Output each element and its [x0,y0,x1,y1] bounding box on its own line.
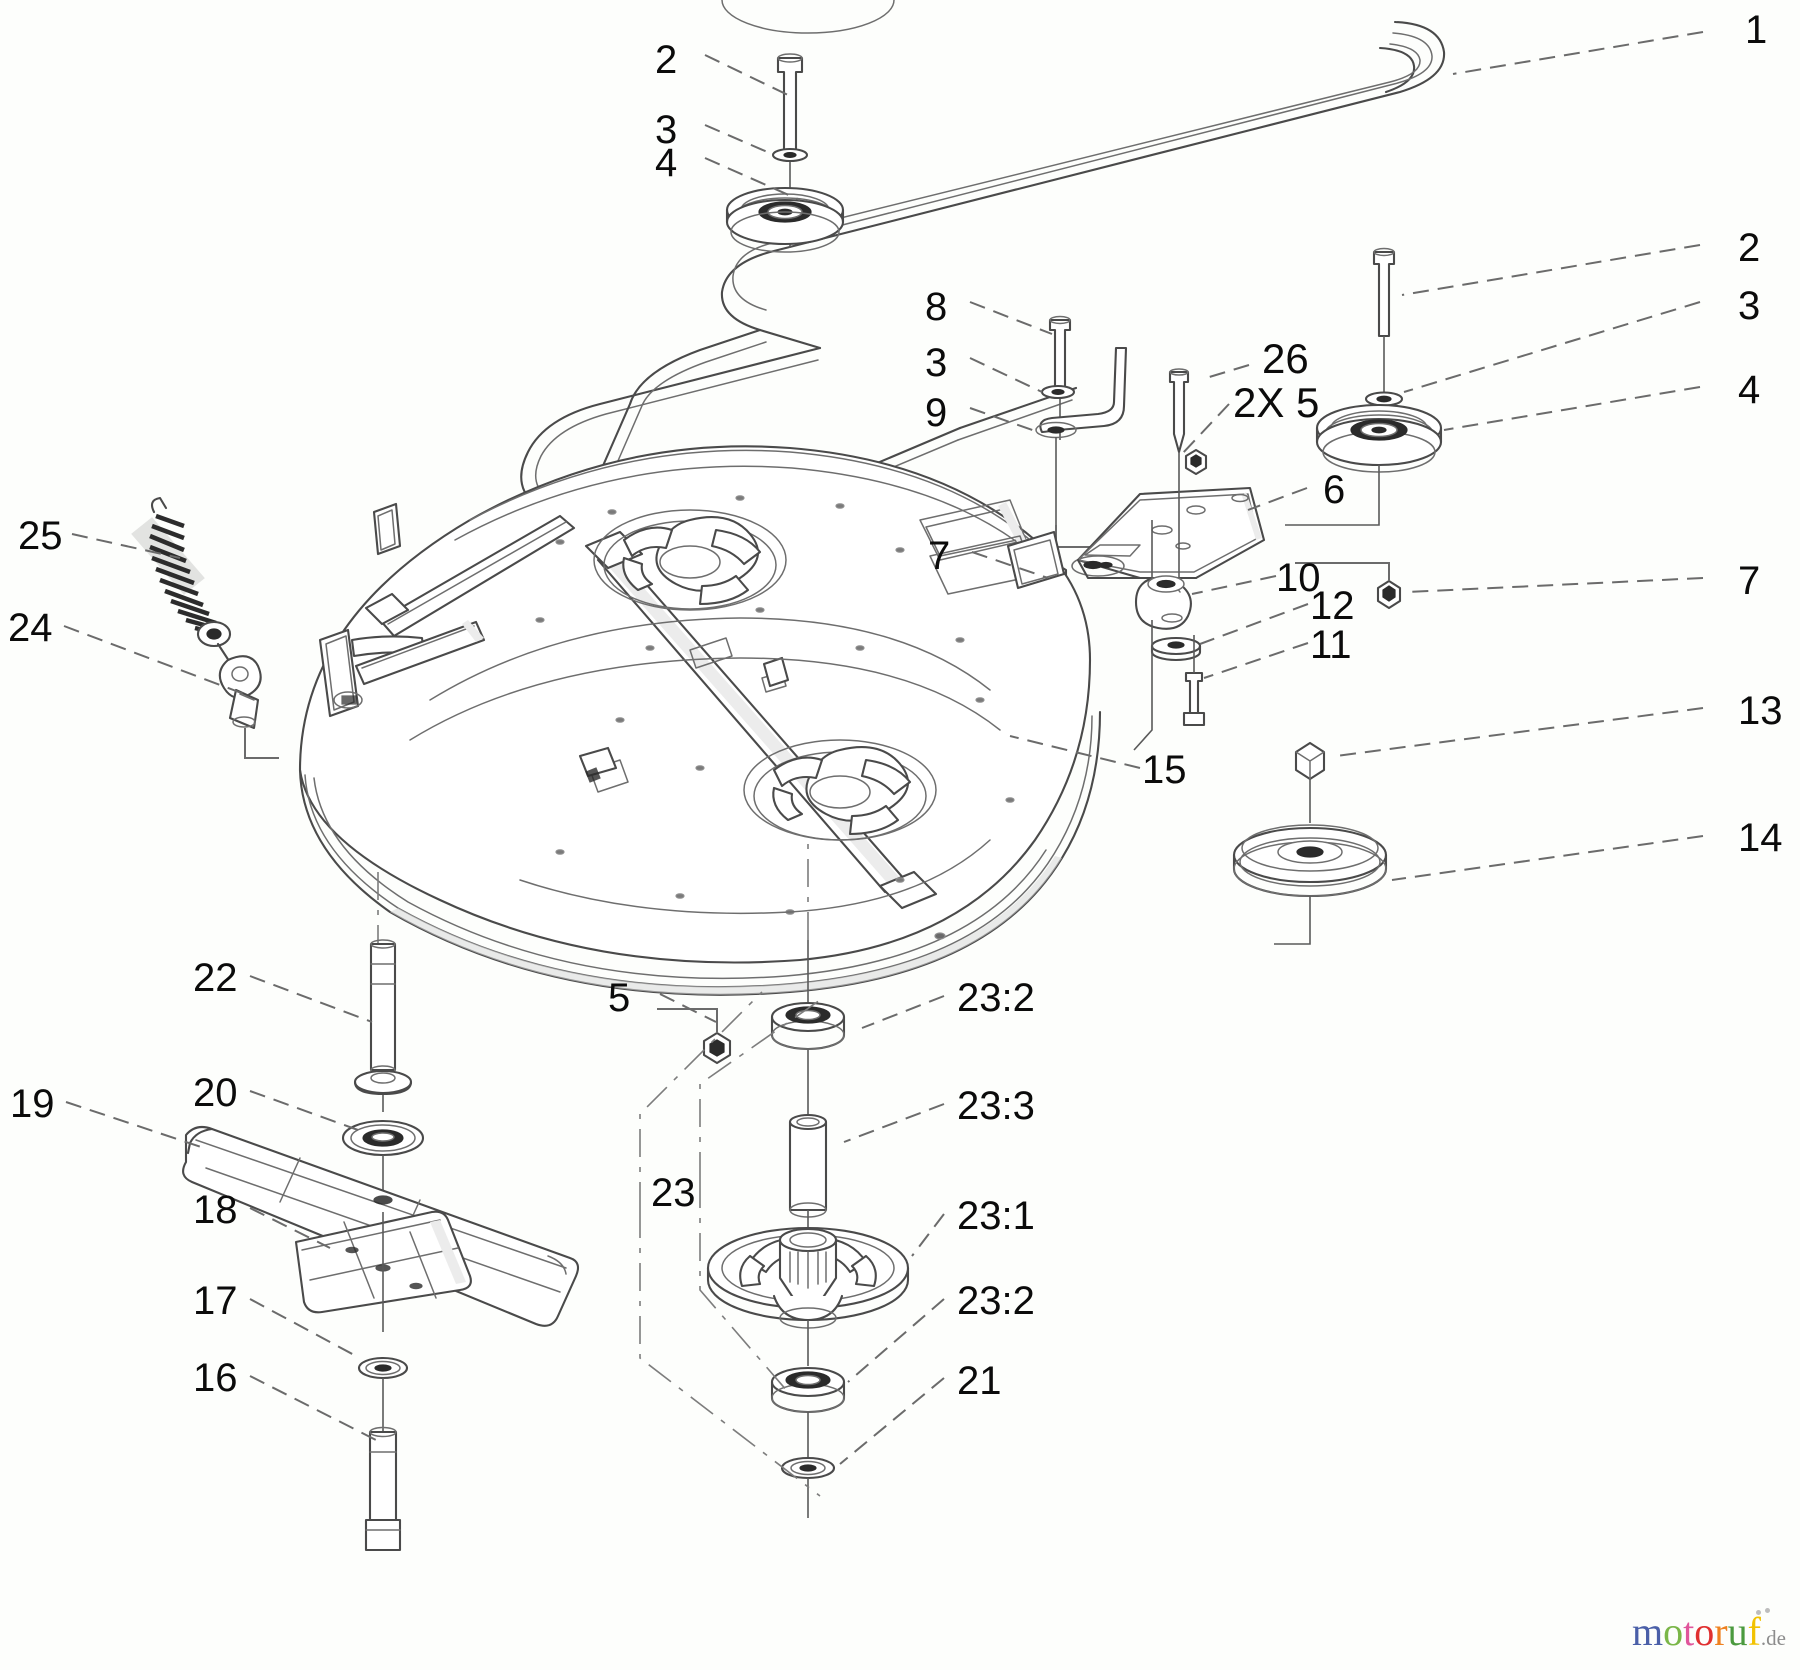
callout-5: 5 [608,976,631,1020]
callout-23: 23 [651,1171,696,1215]
callout-2a: 2 [655,38,678,82]
callout-9: 9 [925,391,948,435]
logo-letter-o2: o [1694,1609,1715,1654]
callout-20: 20 [193,1071,238,1115]
callout-1: 1 [1745,8,1768,52]
locknut-5 [657,1008,732,1065]
callout-17: 17 [193,1279,238,1323]
logo-letter-u: u [1727,1609,1748,1654]
lower-right-pulley [1232,741,1388,945]
callout-4b: 4 [1738,368,1761,412]
callout-19: 19 [10,1082,55,1126]
spindle-well-lower [743,739,937,841]
top-pulley-stack [725,53,845,253]
logo-suffix: .de [1760,1626,1786,1650]
callout-7a: 7 [928,534,951,578]
logo-letter-m: m [1632,1609,1664,1654]
logo-letter-t: t [1683,1609,1695,1654]
mower-deck-housing [298,445,1102,996]
spindle-well-upper [593,509,787,611]
callout-23-2-lower: 23:2 [957,1279,1035,1323]
callout-18: 18 [193,1188,238,1232]
spindle-assembly-23 [639,0,910,1518]
spring-and-rod [131,496,279,759]
callout-23-2-upper: 23:2 [957,976,1035,1020]
callout-15: 15 [1142,748,1187,792]
callout-3a: 3 [655,108,678,152]
callout-6: 6 [1323,468,1346,512]
callout-22: 22 [193,956,238,1000]
callout-7b: 7 [1738,559,1761,603]
logo-letter-r: r [1714,1609,1728,1654]
callout-23-3: 23:3 [957,1084,1035,1128]
callout-3c: 3 [1738,284,1761,328]
callout-3b: 3 [925,341,948,385]
callout-25: 25 [18,514,63,558]
callout-24: 24 [8,606,53,650]
blade-assembly [182,872,580,1552]
callout-13: 13 [1738,689,1783,733]
callout-4a: 4 [655,141,678,185]
callout-16: 16 [193,1356,238,1400]
leader-lines [63,31,1704,1465]
logo-dot2-icon [1765,1608,1770,1613]
callout-14: 14 [1738,816,1783,860]
callout-12: 12 [1310,584,1355,628]
callout-2b: 2 [1738,226,1761,270]
callout-21: 21 [957,1359,1002,1403]
motoruf-watermark: motoruf.de [1632,1608,1786,1654]
callout-26: 26 [1262,335,1309,382]
logo-letter-f: f [1747,1609,1761,1654]
callout-8: 8 [925,285,948,329]
callout-11: 11 [1310,623,1352,667]
logo-letter-o1: o [1663,1609,1684,1654]
callout-2x5: 2X 5 [1233,379,1320,426]
callout-10: 10 [1276,556,1321,600]
right-pulley-stack [1285,247,1443,526]
logo-dot-icon [1756,1610,1761,1615]
callout-23-1: 23:1 [957,1194,1035,1238]
bracket-assembly-6 [1071,368,1402,751]
